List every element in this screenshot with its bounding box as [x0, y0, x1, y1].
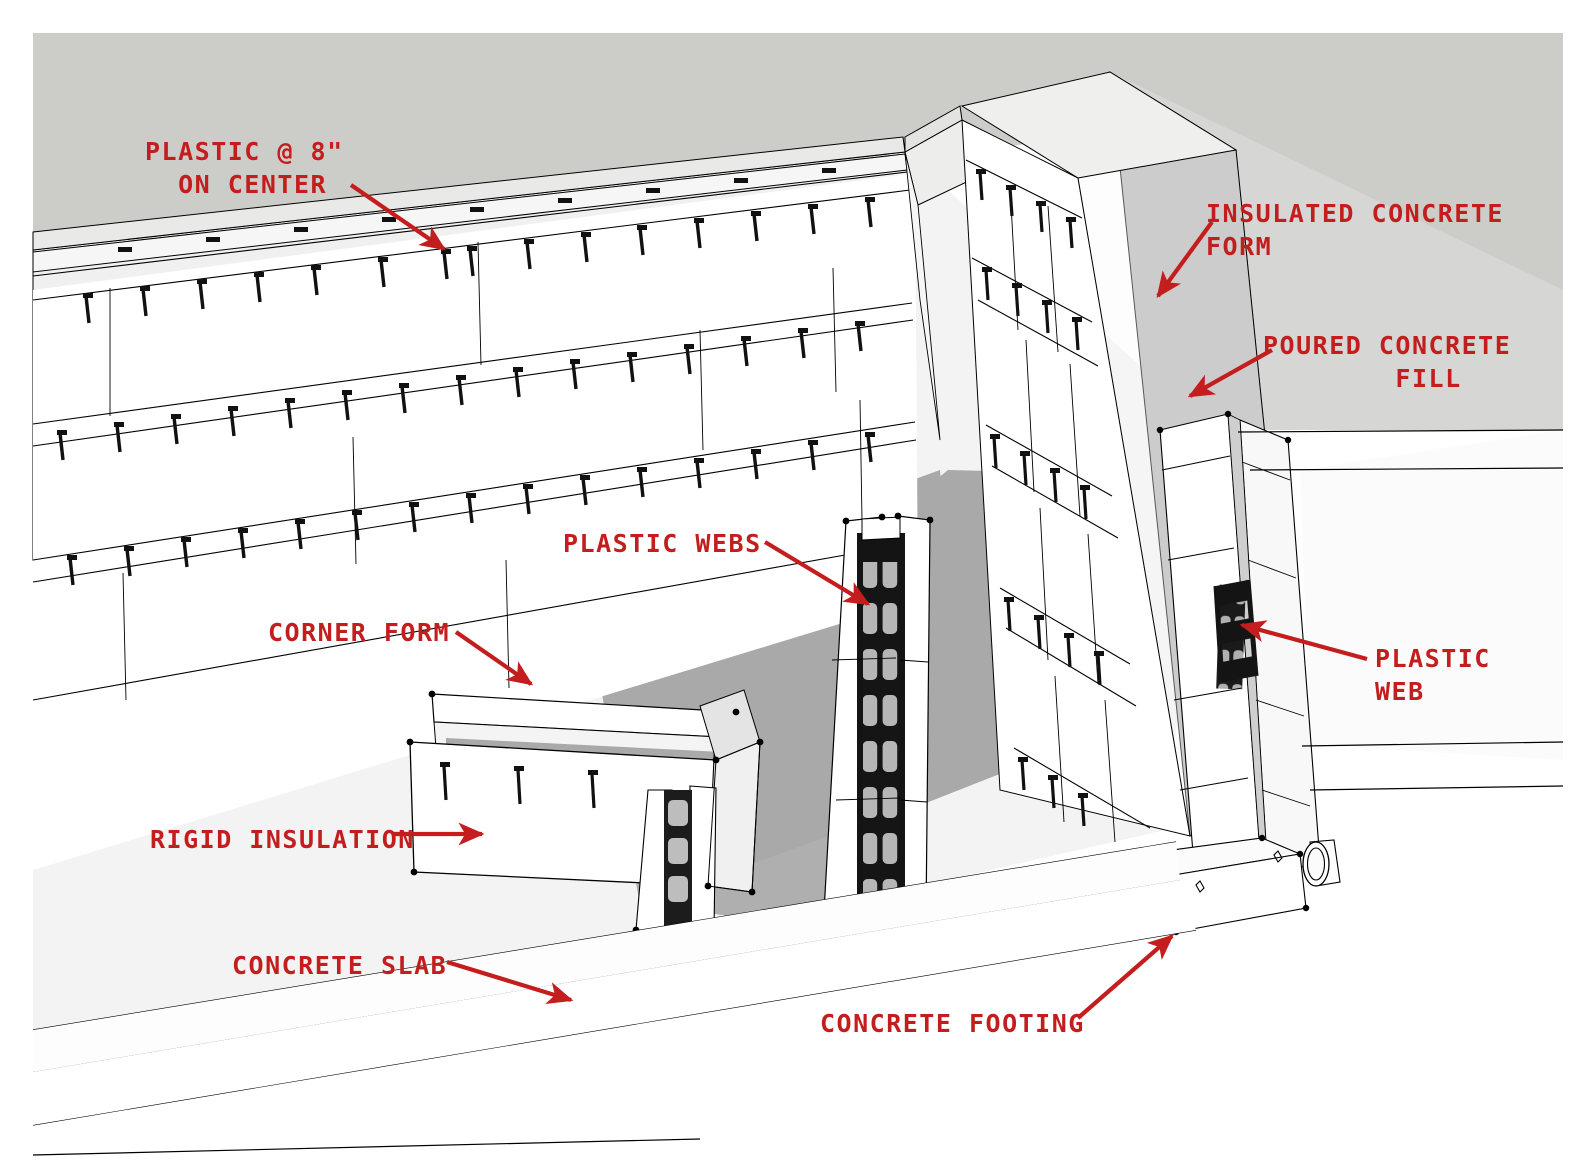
left-wall-plastic-ties-row2 — [58, 323, 863, 461]
arrow-plastic-webs — [763, 540, 871, 606]
footing-dowel-marks — [1195, 850, 1283, 893]
corner-form-webs — [635, 785, 717, 936]
left-wall — [32, 136, 919, 870]
right-wall-tie-caps — [976, 169, 1104, 798]
left-wall-course-lines — [32, 171, 919, 701]
slab-edge-far — [32, 1138, 701, 1156]
label-rigid-insulation: RIGID INSULATION — [150, 825, 415, 854]
label-plastic-web: PLASTIC WEB — [1375, 644, 1491, 706]
arrow-concrete-footing — [1076, 934, 1174, 1020]
corner-form-assembly — [406, 689, 764, 938]
ground-exterior-right — [1300, 430, 1563, 760]
left-wall-plastic-ties-row3 — [68, 434, 873, 586]
label-plastic-on-center: PLASTIC @ 8" ON CENTER — [145, 137, 344, 199]
left-wall-plastic-ties-row1 — [84, 199, 873, 324]
arrow-plastic-on-center — [349, 183, 447, 251]
arrow-poured-concrete-fill — [1187, 348, 1274, 398]
label-corner-form: CORNER FORM — [268, 618, 451, 647]
exterior-grade-lines — [1237, 429, 1564, 791]
arrow-concrete-slab — [446, 959, 574, 1004]
slab-band-fill — [33, 842, 1180, 1072]
right-wall-top-cap — [960, 71, 1238, 179]
left-wall-tie-caps-row1 — [83, 197, 875, 298]
arrow-plastic-web — [1239, 620, 1368, 662]
right-end-form-block — [1156, 410, 1324, 896]
wall-corner-junction — [904, 105, 976, 441]
left-wall-tie-caps-row2 — [57, 321, 865, 435]
corner-form-tie-caps — [440, 762, 598, 775]
left-wall-cap-ties — [118, 168, 836, 252]
arrow-corner-form — [454, 630, 534, 686]
label-insulated-concrete-form: INSULATED CONCRETE FORM — [1206, 199, 1504, 261]
corner-form-ties — [442, 765, 596, 809]
label-concrete-footing: CONCRETE FOOTING — [820, 1009, 1085, 1038]
right-end-plastic-web — [1213, 579, 1259, 690]
center-plastic-web-column — [857, 533, 905, 921]
left-wall-vertical-seams — [109, 241, 863, 701]
label-poured-concrete-fill: POURED CONCRETE FILL — [1263, 331, 1512, 393]
drain-pipe — [1302, 839, 1341, 887]
left-wall-face-lower — [33, 173, 918, 870]
center-form-joints — [831, 657, 929, 803]
arrow-insulated-concrete-form — [1156, 220, 1214, 299]
annotation-arrows — [349, 183, 1368, 1020]
right-wall-plastic-ties — [978, 171, 1102, 827]
right-wall-inner-face — [961, 119, 1191, 837]
left-wall-tie-caps-row3 — [67, 432, 875, 560]
right-end-course-lines — [1161, 455, 1311, 807]
label-concrete-slab: CONCRETE SLAB — [232, 951, 448, 980]
slab-band-fill-2 — [33, 880, 1196, 1125]
label-plastic-webs: PLASTIC WEBS — [563, 529, 762, 558]
